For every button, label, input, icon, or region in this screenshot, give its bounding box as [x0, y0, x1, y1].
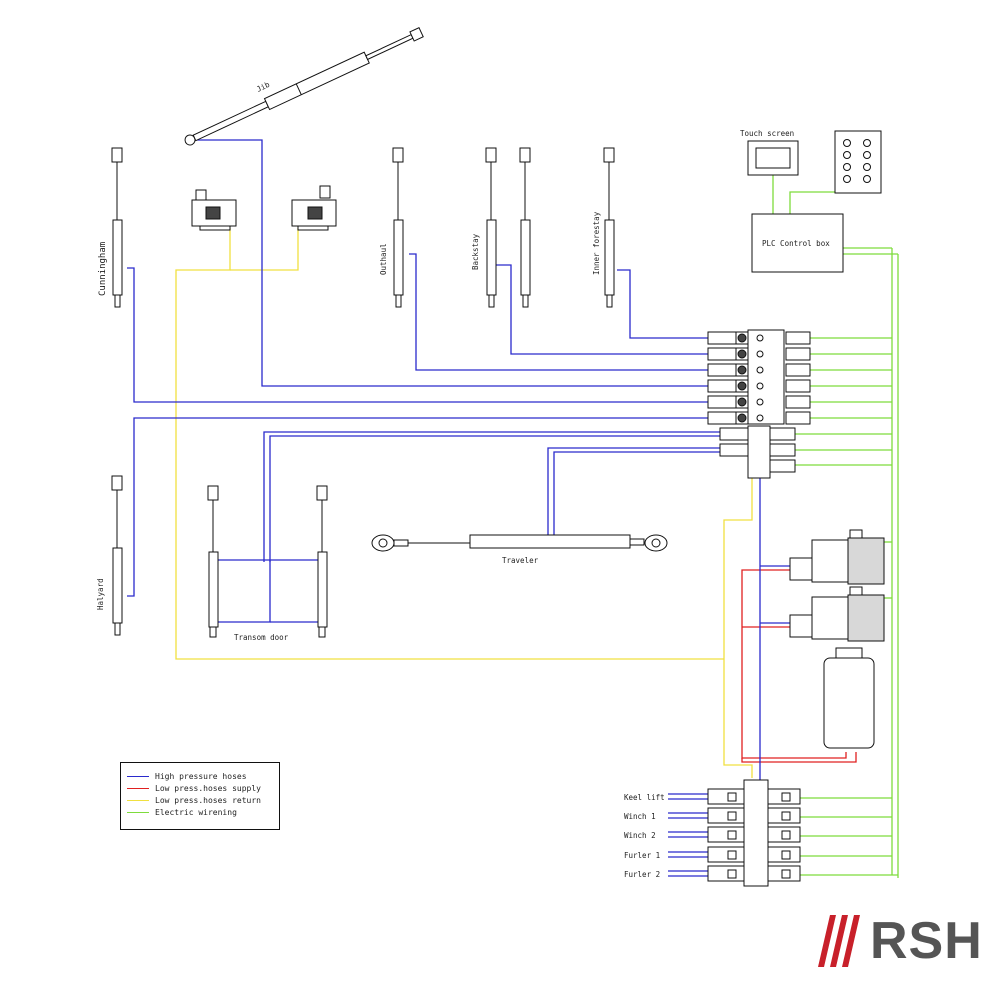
traveler-cylinder	[371, 534, 668, 552]
halyard-cylinder	[111, 475, 123, 636]
logo-slash-mark-icon	[818, 915, 860, 967]
transom-door-label: Transom door	[234, 633, 289, 642]
backstay-label: Backstay	[471, 233, 480, 270]
lower-manifold	[707, 779, 801, 887]
jib-cylinder	[184, 27, 424, 146]
inner-forestay-label: Inner forestay	[592, 211, 601, 275]
pump-motor-1	[789, 529, 885, 585]
jib-winch-right	[291, 185, 337, 231]
electric-wiring	[772, 175, 899, 878]
legend-label: Low press.hoses supply	[155, 783, 261, 793]
button-panel	[834, 130, 882, 194]
pump-motor-2	[789, 586, 885, 642]
cunningham-label: Cunningham	[98, 242, 108, 296]
plc-control-box	[751, 213, 844, 273]
legend-item-high-pressure: High pressure hoses	[127, 770, 279, 782]
legend: High pressure hoses Low press.hoses supp…	[120, 762, 280, 830]
legend-label: Electric wirening	[155, 807, 237, 817]
touch-screen-label: Touch screen	[740, 129, 794, 138]
traveler-label: Traveler	[502, 556, 539, 565]
legend-item-low-supply: Low press.hoses supply	[127, 782, 279, 794]
outhaul-label: Outhaul	[379, 243, 388, 275]
rsh-logo: RSH	[818, 906, 988, 976]
jib-label: Jib	[255, 80, 272, 94]
upper-manifold	[707, 329, 811, 425]
legend-swatch	[127, 787, 149, 789]
manifold-label-furler-1: Furler 1	[624, 851, 660, 860]
manifold-label-furler-2: Furler 2	[624, 870, 660, 879]
touch-screen	[747, 140, 799, 176]
backstay-cylinder-2	[519, 147, 531, 308]
legend-item-low-return: Low press.hoses return	[127, 794, 279, 806]
oil-tank	[823, 647, 875, 749]
transom-door-cylinders	[207, 485, 328, 638]
legend-label: Low press.hoses return	[155, 795, 261, 805]
outhaul-cylinder	[392, 147, 404, 308]
legend-swatch	[127, 799, 149, 801]
jib-winch-left	[191, 189, 237, 231]
cunningham-cylinder	[111, 147, 123, 308]
legend-swatch	[127, 775, 149, 777]
legend-item-electric: Electric wirening	[127, 806, 279, 818]
backstay-cylinder-1	[485, 147, 497, 308]
manifold-label-keel-lift: Keel lift	[624, 793, 665, 802]
legend-label: High pressure hoses	[155, 771, 247, 781]
plc-label: PLC Control box	[762, 239, 830, 248]
middle-manifold	[719, 425, 796, 479]
manifold-label-winch-1: Winch 1	[624, 812, 656, 821]
high-pressure-hoses	[127, 139, 790, 877]
logo-text: RSH	[870, 912, 983, 970]
low-pressure-return-hoses	[175, 228, 753, 778]
halyard-label: Halyard	[96, 578, 105, 610]
manifold-label-winch-2: Winch 2	[624, 831, 656, 840]
low-pressure-supply-hoses	[741, 569, 857, 763]
legend-swatch	[127, 811, 149, 813]
inner-forestay-cylinder	[603, 147, 615, 308]
